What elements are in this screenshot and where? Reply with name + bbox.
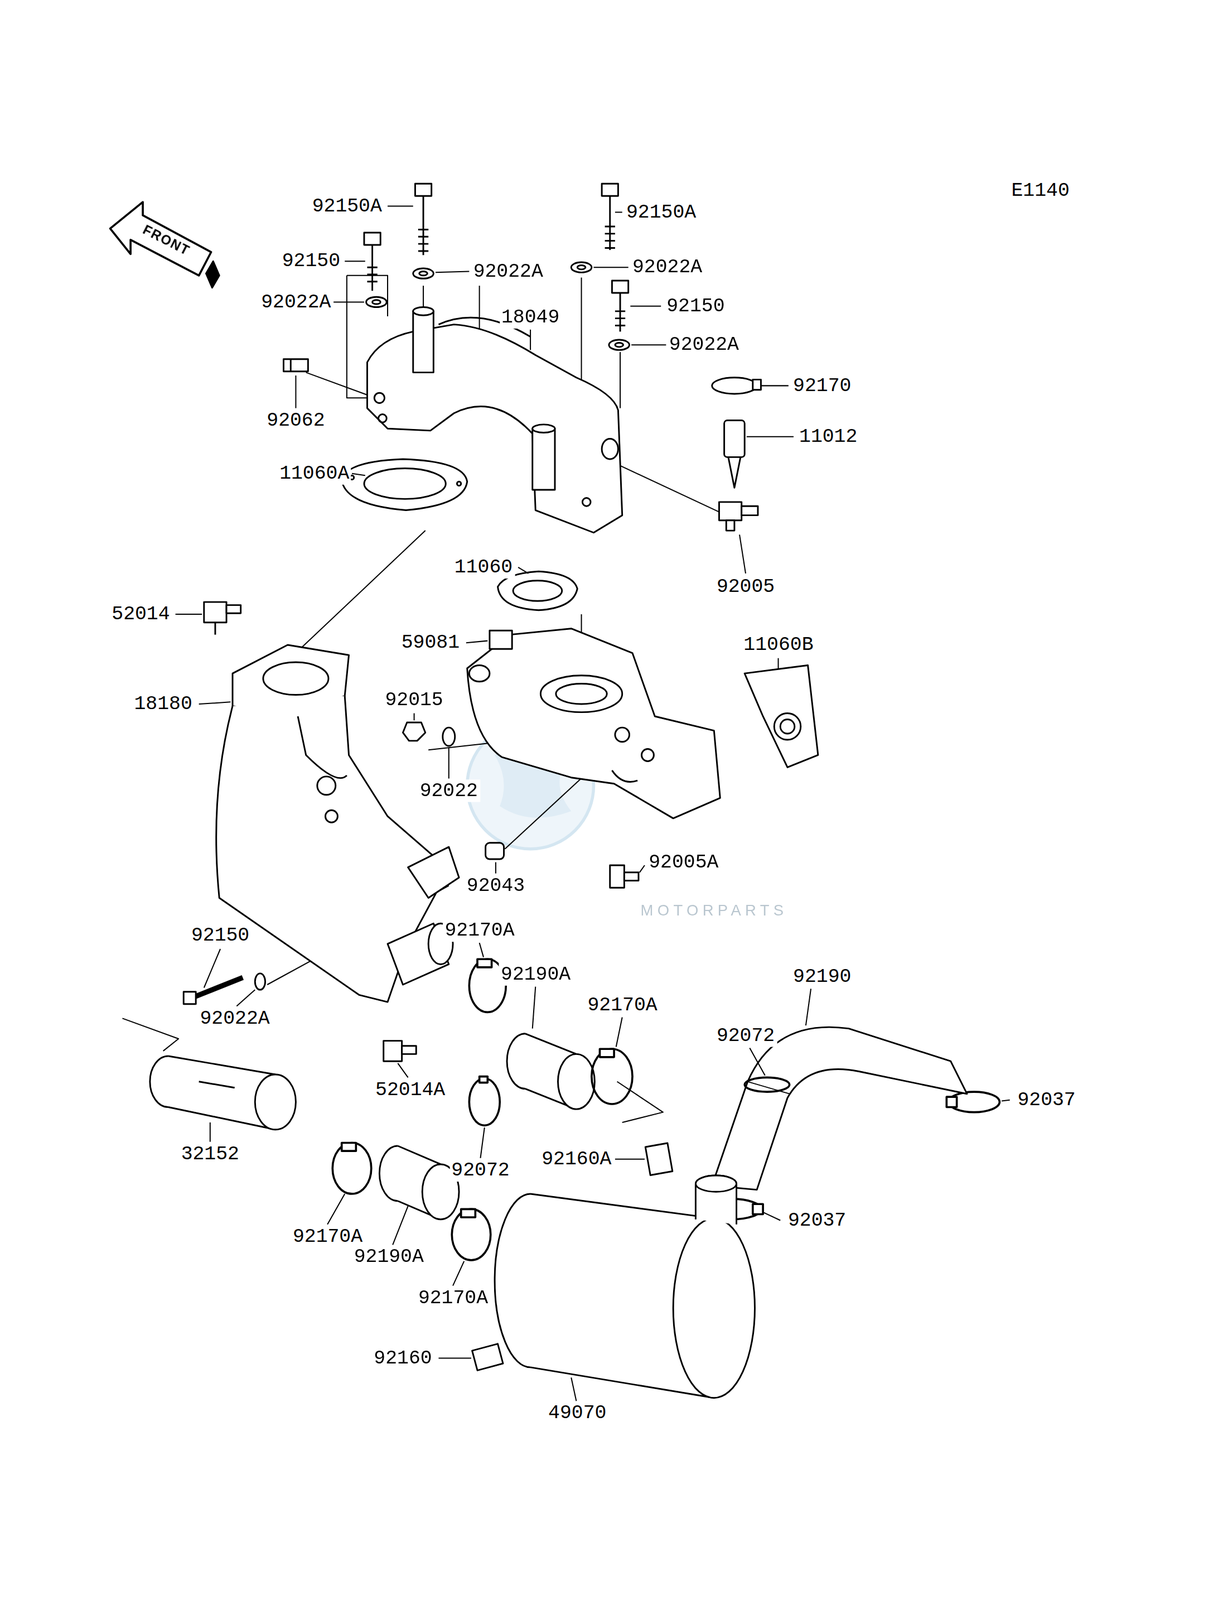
bolts [364, 183, 630, 350]
small-parts [183, 722, 639, 1061]
callout-number: 92022 [417, 779, 481, 802]
callout-number: 92022A [259, 290, 333, 313]
callout-number: 11012 [796, 425, 860, 448]
callout-number: 92037 [1015, 1088, 1079, 1111]
callout-number: 92022A [197, 1006, 272, 1029]
callout-number: 92015 [383, 688, 446, 712]
callout-number: 92062 [264, 408, 328, 432]
hose [712, 1026, 968, 1190]
callout-number: 92160A [539, 1147, 614, 1171]
fittings-right [712, 377, 762, 531]
exhaust-pipe [216, 644, 459, 1002]
hose [379, 1033, 595, 1220]
watermark-text: MOTORPARTS [638, 898, 790, 921]
callout-number: 92022A [471, 259, 545, 283]
callout-number: 92037 [785, 1208, 849, 1231]
callout-number: 92150 [189, 924, 252, 947]
callout-number: 92170A [290, 1225, 365, 1248]
callout-number: 52014A [373, 1078, 447, 1101]
callout-number: 92150A [310, 194, 384, 217]
callout-number: 92170 [790, 374, 854, 397]
callout-number: 18180 [132, 692, 195, 715]
assembly-lines [122, 275, 727, 1123]
callout-number: 92170A [585, 993, 660, 1016]
callout-number: 11060B [741, 633, 816, 656]
callout-number: 92150 [279, 249, 343, 273]
callout-number: 92150 [664, 295, 728, 318]
callout-number: 32152 [179, 1142, 242, 1166]
callout-number: 11060A [277, 462, 351, 485]
callout-number: 92005 [714, 575, 777, 598]
callout-number: 18049 [499, 306, 562, 329]
muffler [494, 1175, 755, 1398]
callout-number: 92190A [498, 963, 573, 986]
callout-number: E1140 [1009, 179, 1072, 202]
exhaust-housing [467, 628, 721, 819]
callout-number: 11060 [452, 556, 515, 579]
callout-number: 92072 [714, 1023, 777, 1047]
callout-number: 92005A [646, 850, 721, 873]
callout-number: 92190A [351, 1245, 426, 1268]
callout-number: 92022A [666, 333, 741, 356]
fitting [283, 359, 308, 372]
tube [150, 1055, 297, 1130]
callout-number: 92170A [442, 919, 517, 942]
callout-number: 52014 [109, 602, 173, 626]
callout-number: 59081 [399, 631, 462, 654]
callout-number: 92043 [464, 873, 528, 897]
front-arrow [110, 201, 220, 288]
callout-number: 92190 [790, 964, 854, 988]
leader-lines [175, 205, 1010, 1401]
callout-number: 92170A [416, 1286, 490, 1309]
callout-number: 92160 [371, 1346, 435, 1369]
callout-number: 92022A [630, 255, 704, 279]
callout-number: 49070 [545, 1401, 609, 1424]
callout-number: 92072 [449, 1158, 512, 1182]
fitting [204, 601, 241, 635]
callout-number: 92150A [624, 200, 698, 224]
